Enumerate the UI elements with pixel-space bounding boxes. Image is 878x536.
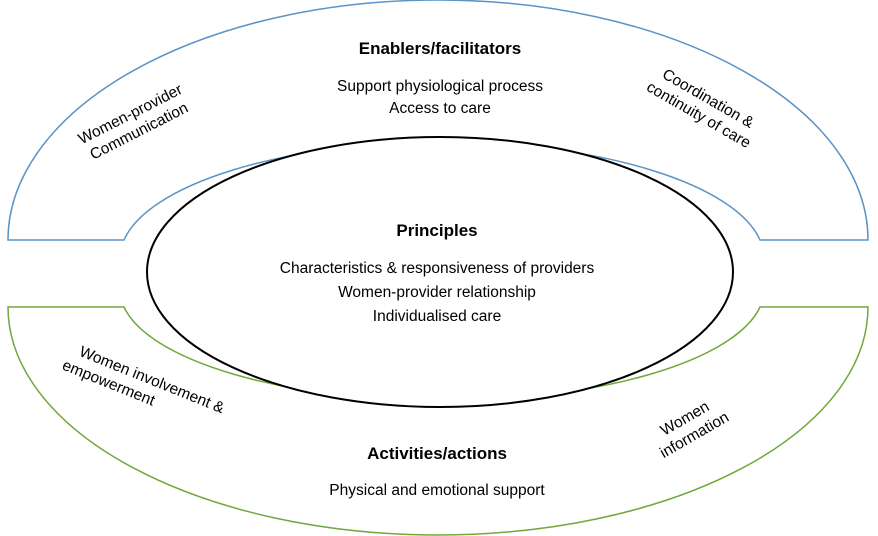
principles-item-3: Individualised care bbox=[372, 308, 502, 325]
principles-item-1: Characteristics & responsiveness of prov… bbox=[279, 260, 595, 277]
enablers-title: Enablers/facilitators bbox=[358, 39, 522, 58]
enablers-item-2: Access to care bbox=[389, 100, 491, 117]
principles-title: Principles bbox=[396, 221, 478, 240]
activities-item-1: Physical and emotional support bbox=[329, 482, 545, 499]
enablers-item-1: Support physiological process bbox=[337, 78, 543, 95]
principles-item-2: Women-provider relationship bbox=[338, 284, 536, 301]
principles-ellipse bbox=[146, 136, 734, 408]
activities-title: Activities/actions bbox=[367, 444, 507, 463]
